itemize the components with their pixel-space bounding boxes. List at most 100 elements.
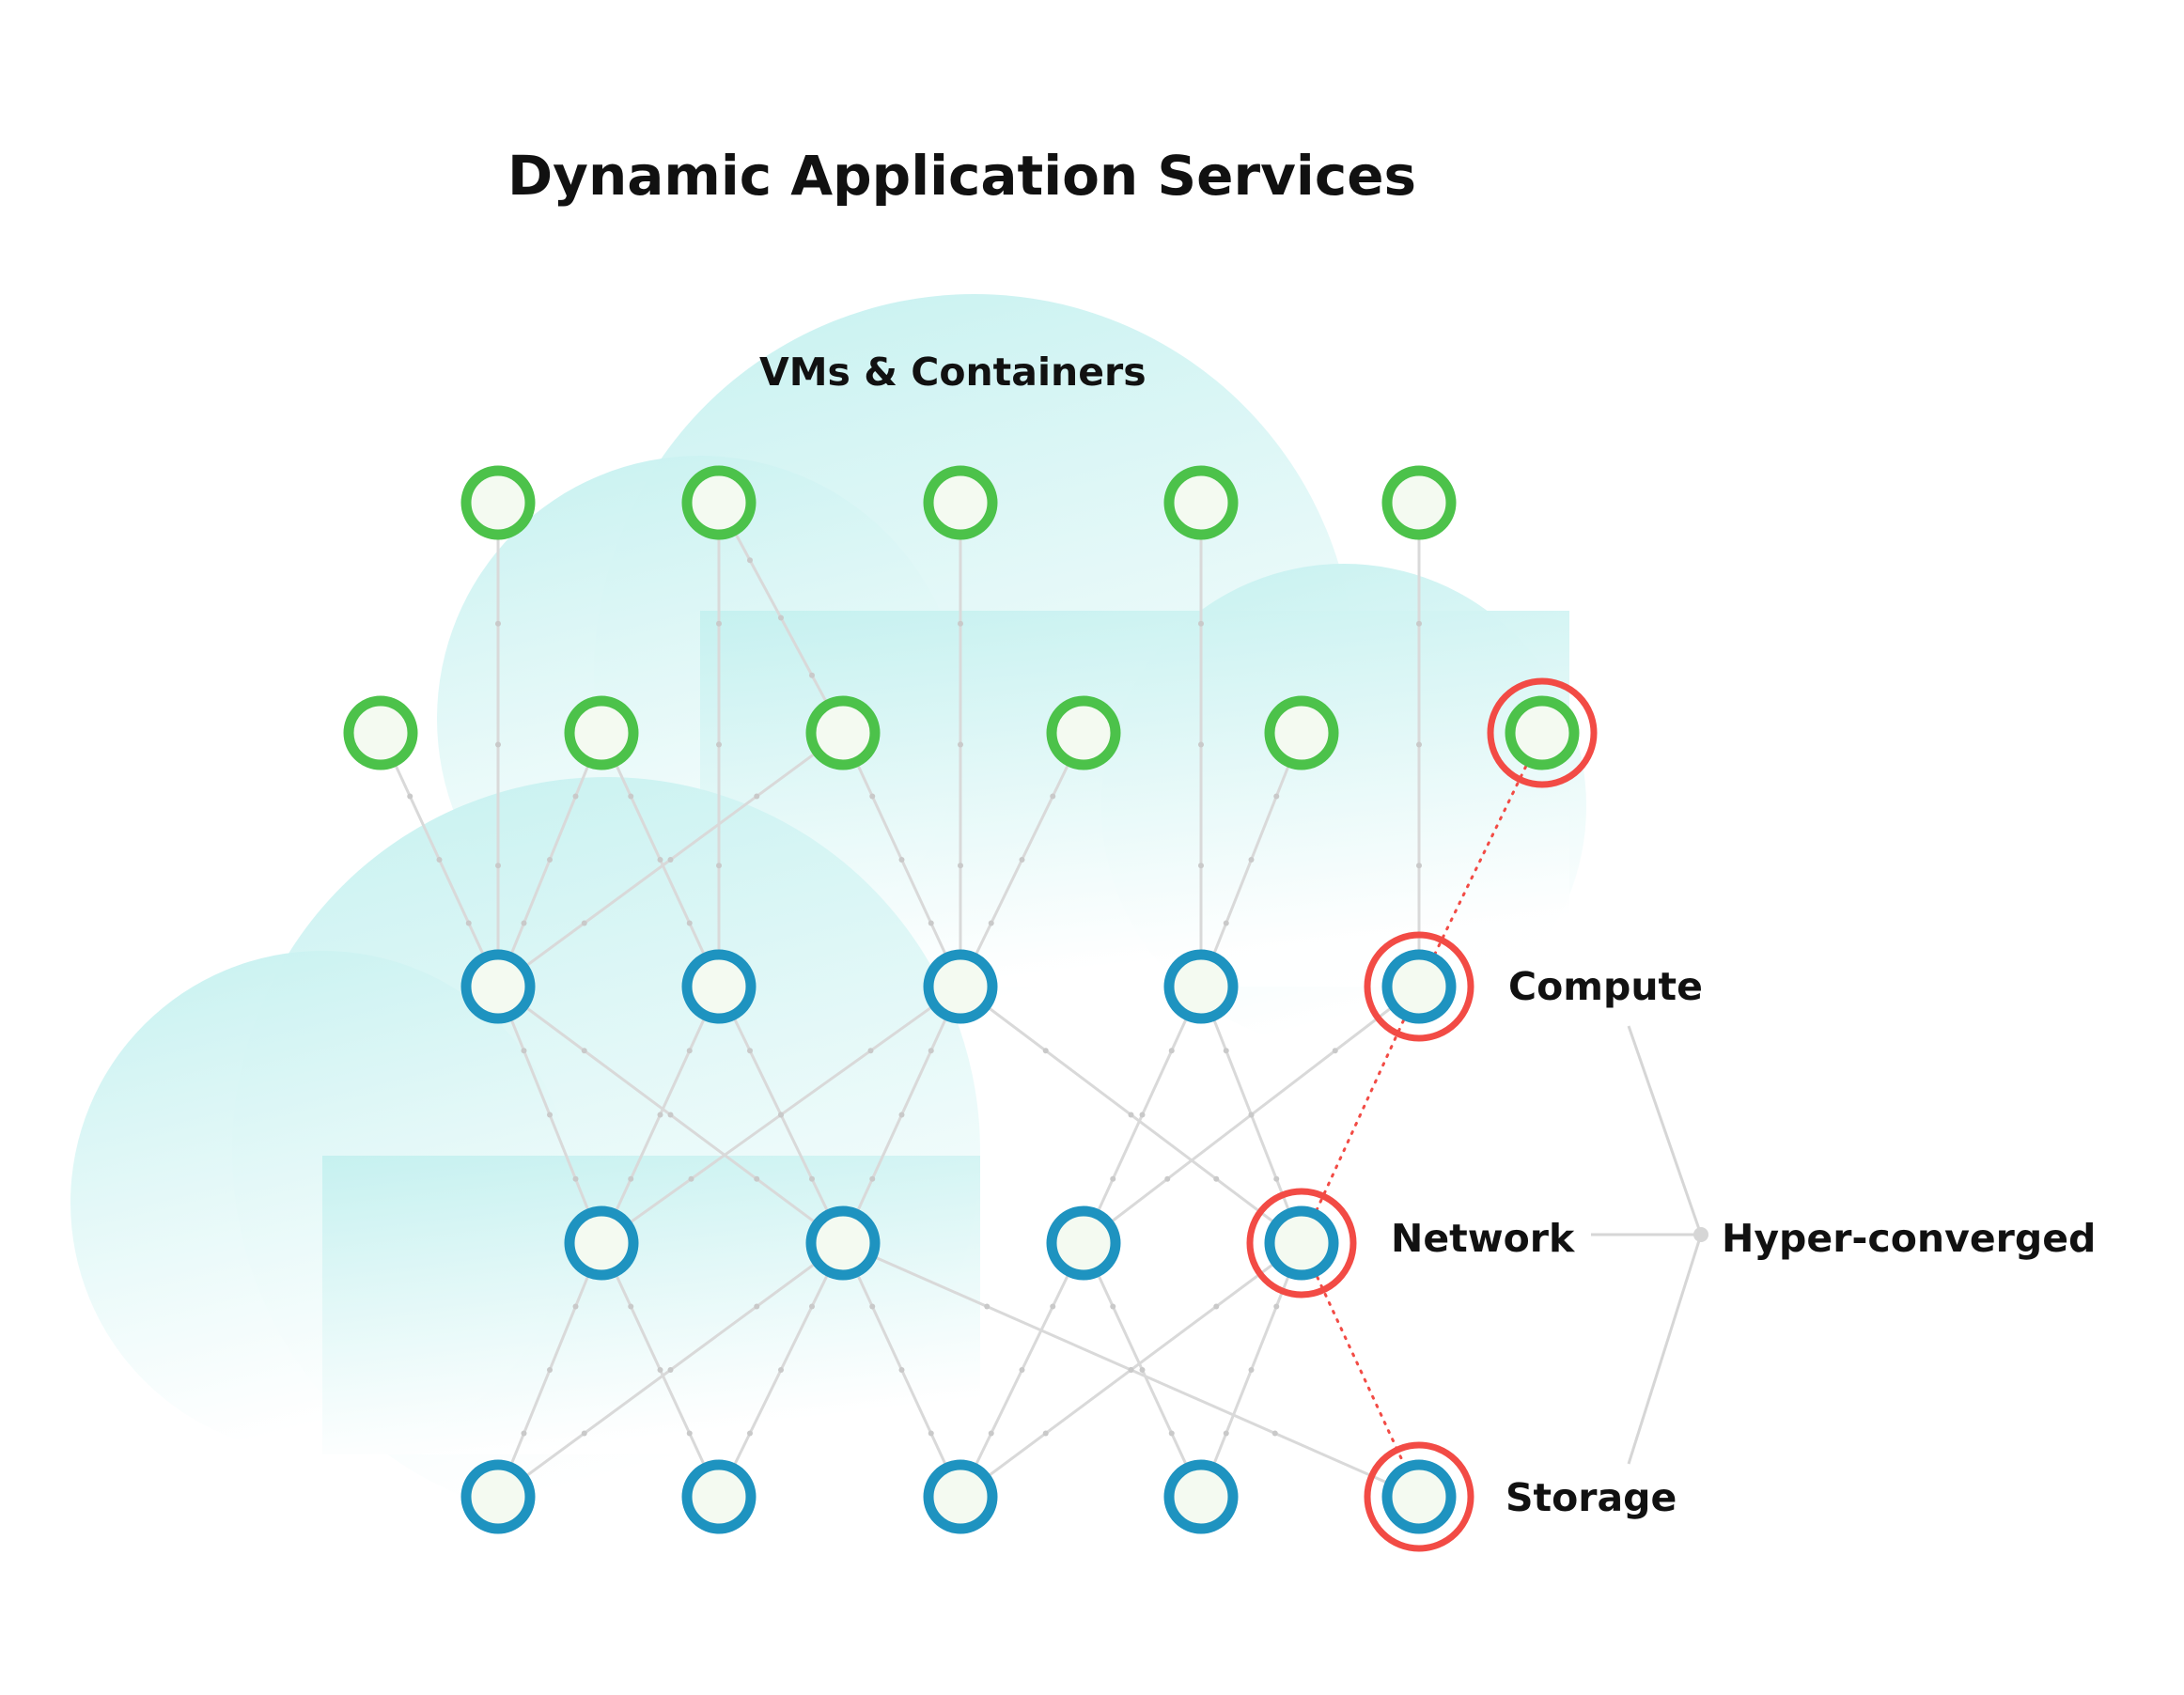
connection-dot [521, 920, 527, 926]
connection-dot [1139, 1367, 1146, 1373]
connection-dot [1416, 620, 1422, 627]
connection-dot [1248, 1367, 1255, 1373]
connection-dot [1198, 620, 1204, 627]
vm-container-node [805, 695, 881, 770]
vm-container-node [1505, 695, 1580, 770]
connection-dot [747, 1430, 753, 1437]
infrastructure-node [564, 1205, 639, 1281]
infrastructure-node [1381, 949, 1457, 1024]
connection-dot [928, 1430, 934, 1437]
connection-dot [495, 863, 501, 869]
connection-dot [809, 1303, 815, 1310]
infrastructure-node [923, 949, 998, 1024]
connection-dot [572, 1303, 579, 1310]
connection-dot [778, 1112, 784, 1118]
connection-dot [1019, 857, 1025, 863]
connection-dot [778, 614, 784, 621]
connection-dot [1273, 1175, 1280, 1182]
storage-label: Storage [1505, 1475, 1677, 1520]
vm-container-node [1264, 695, 1339, 770]
connection-dot [667, 1112, 674, 1118]
connection-dot [1139, 1112, 1146, 1118]
vm-container-node [923, 465, 998, 540]
highlighted-path-segment [1417, 731, 1544, 988]
vm-container-node [1046, 695, 1121, 770]
connection-dot [1223, 920, 1229, 926]
diagram-title: Dynamic Application Services [507, 144, 1417, 208]
vm-container-node [1163, 465, 1239, 540]
node-layer [343, 465, 1598, 1552]
connection-dot [1110, 1175, 1116, 1182]
connection-dot [898, 857, 905, 863]
connection-dot [686, 920, 693, 926]
connection-dot [754, 1303, 760, 1310]
connection-dot [521, 1048, 527, 1054]
connection-dot [1213, 1303, 1220, 1310]
connection-dot [867, 1048, 874, 1054]
connection-dot [984, 1303, 991, 1310]
infrastructure-node [1163, 1459, 1239, 1534]
vms-containers-label: VMs & Containers [759, 350, 1147, 395]
connection-dot [1168, 1430, 1175, 1437]
infrastructure-node [460, 1459, 536, 1534]
highlight-ring [1364, 931, 1474, 1042]
highlight-ring [1246, 1188, 1357, 1298]
infrastructure-node [1046, 1205, 1121, 1281]
cloud-background [70, 294, 1586, 1525]
connection-dot [1128, 1112, 1134, 1118]
connection-dot [667, 857, 674, 863]
connection-dot [958, 741, 963, 748]
connection-dot [754, 1175, 760, 1182]
connection-dot [1050, 793, 1056, 800]
connection-dot [747, 557, 753, 564]
highlight-ring [1487, 677, 1598, 788]
connection-dot [747, 1048, 753, 1054]
connection-dot [407, 793, 413, 800]
connection-dot [688, 1175, 694, 1182]
connection-dot [1168, 1048, 1175, 1054]
connection-dot [572, 1175, 579, 1182]
hyper-converged-bracket [1591, 1025, 1708, 1465]
infrastructure-node [681, 1459, 757, 1534]
connection-dot [657, 857, 663, 863]
connection-dot [778, 1367, 784, 1373]
connection-dot [988, 920, 994, 926]
connection-dot [958, 620, 963, 627]
connection-dot [581, 1048, 587, 1054]
connection-dot [1223, 1048, 1229, 1054]
infrastructure-node [805, 1205, 881, 1281]
vm-container-node [460, 465, 536, 540]
connection-dot [809, 672, 815, 678]
connection-dot [581, 1430, 587, 1437]
connection-dot [1273, 1303, 1280, 1310]
connection-dot [628, 1175, 634, 1182]
connection-dot [1050, 1303, 1056, 1310]
hyper-converged-label: Hyper-converged [1722, 1216, 2097, 1261]
connection-dot [1164, 1175, 1171, 1182]
connection-dot [465, 920, 472, 926]
connection-dot [547, 857, 553, 863]
infrastructure-node [1381, 1459, 1457, 1534]
connection-dot [628, 1303, 634, 1310]
connection-dot [572, 793, 579, 800]
bracket-line [1627, 1234, 1703, 1465]
compute-label: Compute [1508, 964, 1703, 1009]
connection-dot [581, 920, 587, 926]
infrastructure-node [1264, 1205, 1339, 1281]
connection-dot [686, 1048, 693, 1054]
connection-dot [667, 1367, 674, 1373]
connection-dot [1042, 1048, 1049, 1054]
bracket-hub-dot [1693, 1227, 1708, 1242]
network-label: Network [1391, 1216, 1575, 1261]
connection-dot [1042, 1430, 1049, 1437]
connection-dot [547, 1367, 553, 1373]
connection-dot [928, 920, 934, 926]
connection-dot [1110, 1303, 1116, 1310]
highlight-ring [1364, 1441, 1474, 1552]
connection-dot [898, 1112, 905, 1118]
highlighted-path-segment [1300, 985, 1421, 1245]
infrastructure-node [681, 949, 757, 1024]
connection-dot [1128, 1367, 1134, 1373]
connection-dot [958, 863, 963, 869]
infrastructure-node [923, 1459, 998, 1534]
